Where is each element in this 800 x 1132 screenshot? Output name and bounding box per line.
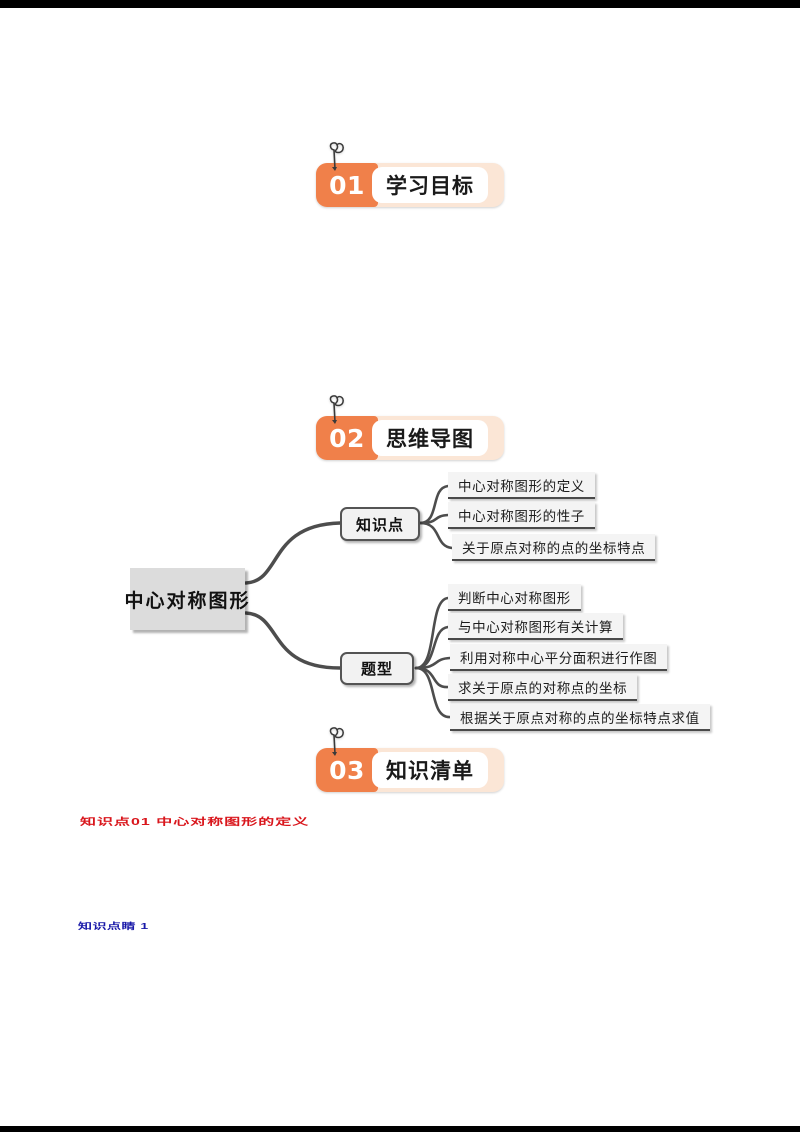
mindmap-branch-question-types: 题型 bbox=[340, 652, 414, 685]
mindmap-leaf: 求关于原点的对称点的坐标 bbox=[448, 674, 638, 701]
section-badge-02: 02 思维导图 bbox=[316, 395, 504, 460]
badge-shell: 03 知识清单 bbox=[316, 727, 504, 792]
section-badge-03: 03 知识清单 bbox=[316, 727, 504, 792]
mindmap-leaf: 根据关于原点对称的点的坐标特点求值 bbox=[450, 704, 710, 731]
mindmap-branch-knowledge: 知识点 bbox=[340, 507, 420, 541]
document-page: 01 学习目标 02 思维导图 bbox=[0, 8, 800, 1126]
mindmap-leaf: 中心对称图形的定义 bbox=[448, 472, 595, 499]
mindmap-diagram: 中心对称图形 知识点 中心对称图形的定义 中心对称图形的性子 关于原点对称的点的… bbox=[0, 463, 800, 738]
mindmap-leaf: 利用对称中心平分面积进行作图 bbox=[450, 644, 668, 671]
mindmap-leaf: 关于原点对称的点的坐标特点 bbox=[452, 534, 656, 561]
paperclip-icon bbox=[329, 142, 344, 171]
mindmap-connectors bbox=[244, 484, 454, 719]
badge-label: 学习目标 bbox=[372, 167, 488, 203]
badge-number: 02 bbox=[316, 416, 378, 460]
mindmap-root-node: 中心对称图形 bbox=[125, 568, 249, 630]
knowledge-subheading: 知识点睛 1 bbox=[78, 921, 149, 931]
badge-label: 思维导图 bbox=[372, 420, 488, 456]
paperclip-icon bbox=[329, 395, 344, 424]
mindmap-leaf: 与中心对称图形有关计算 bbox=[448, 613, 624, 640]
section-badge-01: 01 学习目标 bbox=[316, 142, 504, 207]
badge-shell: 02 思维导图 bbox=[316, 395, 504, 460]
mindmap-leaf: 判断中心对称图形 bbox=[448, 584, 581, 611]
knowledge-point-heading: 知识点01 中心对称图形的定义 bbox=[80, 816, 310, 828]
mindmap-leaf: 中心对称图形的性子 bbox=[448, 502, 595, 529]
paperclip-icon bbox=[329, 727, 344, 756]
badge-label: 知识清单 bbox=[372, 752, 488, 788]
badge-number: 01 bbox=[316, 163, 378, 207]
badge-number: 03 bbox=[316, 748, 378, 792]
badge-shell: 01 学习目标 bbox=[316, 142, 504, 207]
